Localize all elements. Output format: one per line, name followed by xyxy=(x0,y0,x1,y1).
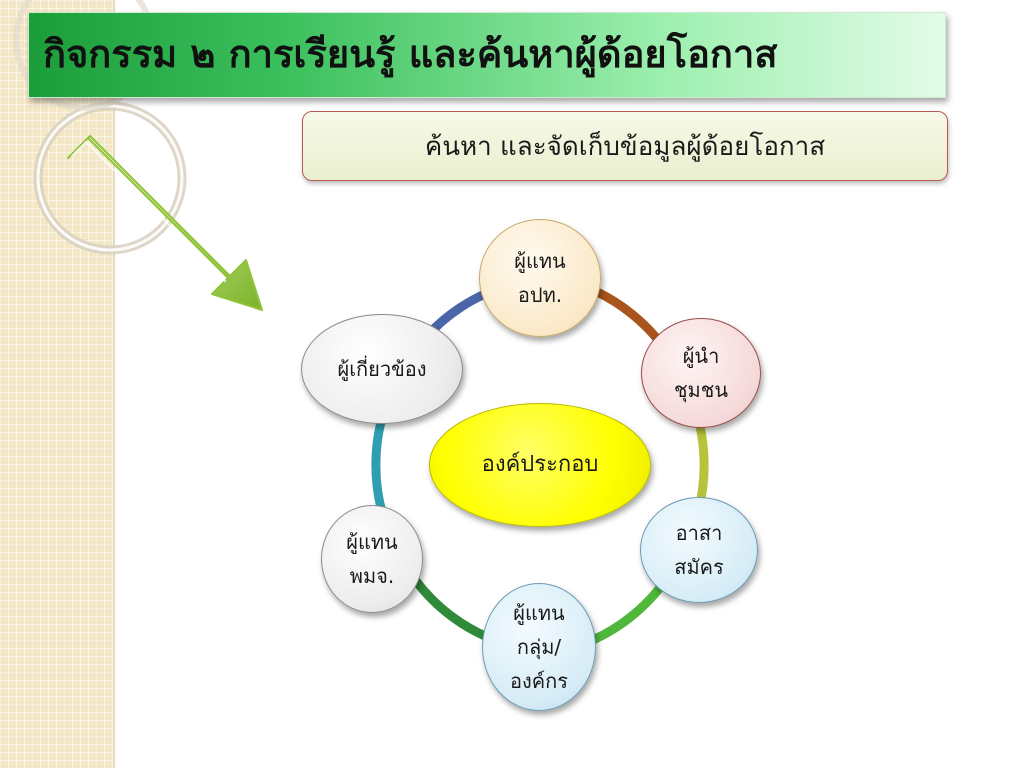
node-label-line: กลุ่ม/ xyxy=(516,635,562,659)
node-volunteer: อาสา สมัคร xyxy=(640,497,758,603)
center-label: องค์ประกอบ xyxy=(481,452,599,477)
title-bar: กิจกรรม ๒ การเรียนรู้ และค้นหาผู้ด้อยโอก… xyxy=(28,12,946,98)
side-strip-edge xyxy=(113,0,116,768)
node-center-components: องค์ประกอบ xyxy=(429,403,651,527)
node-label-line: ผู้เกี่ยวข้อง xyxy=(337,357,427,381)
slide-title: กิจกรรม ๒ การเรียนรู้ และค้นหาผู้ด้อยโอก… xyxy=(43,32,778,76)
slide-subtitle: ค้นหา และจัดเก็บข้อมูลผู้ด้อยโอกาส xyxy=(424,131,826,162)
node-label-line: ผู้แทน xyxy=(346,530,398,554)
node-label-line: ผู้นำ xyxy=(682,344,720,368)
node-community-leader: ผู้นำ ชุมชน xyxy=(641,318,761,428)
node-label-line: อปท. xyxy=(517,283,563,307)
node-label-line: ผู้แทน xyxy=(514,249,566,273)
node-label-line: ผู้แทน xyxy=(513,601,565,625)
node-label-line: องค์กร xyxy=(509,669,568,693)
node-related-persons: ผู้เกี่ยวข้อง xyxy=(301,314,463,424)
node-group-organization-representative: ผู้แทน กลุ่ม/ องค์กร xyxy=(482,583,596,711)
node-local-government-representative: ผู้แทน อปท. xyxy=(479,219,601,337)
node-label-line: อาสา xyxy=(675,521,723,545)
node-label-line: สมัคร xyxy=(674,555,724,579)
node-provincial-office-representative: ผู้แทน พมจ. xyxy=(321,505,423,613)
node-label-line: พมจ. xyxy=(349,564,395,588)
decorative-side-strip xyxy=(0,0,113,768)
subtitle-box: ค้นหา และจัดเก็บข้อมูลผู้ด้อยโอกาส xyxy=(302,111,948,181)
node-label-line: ชุมชน xyxy=(673,378,728,402)
